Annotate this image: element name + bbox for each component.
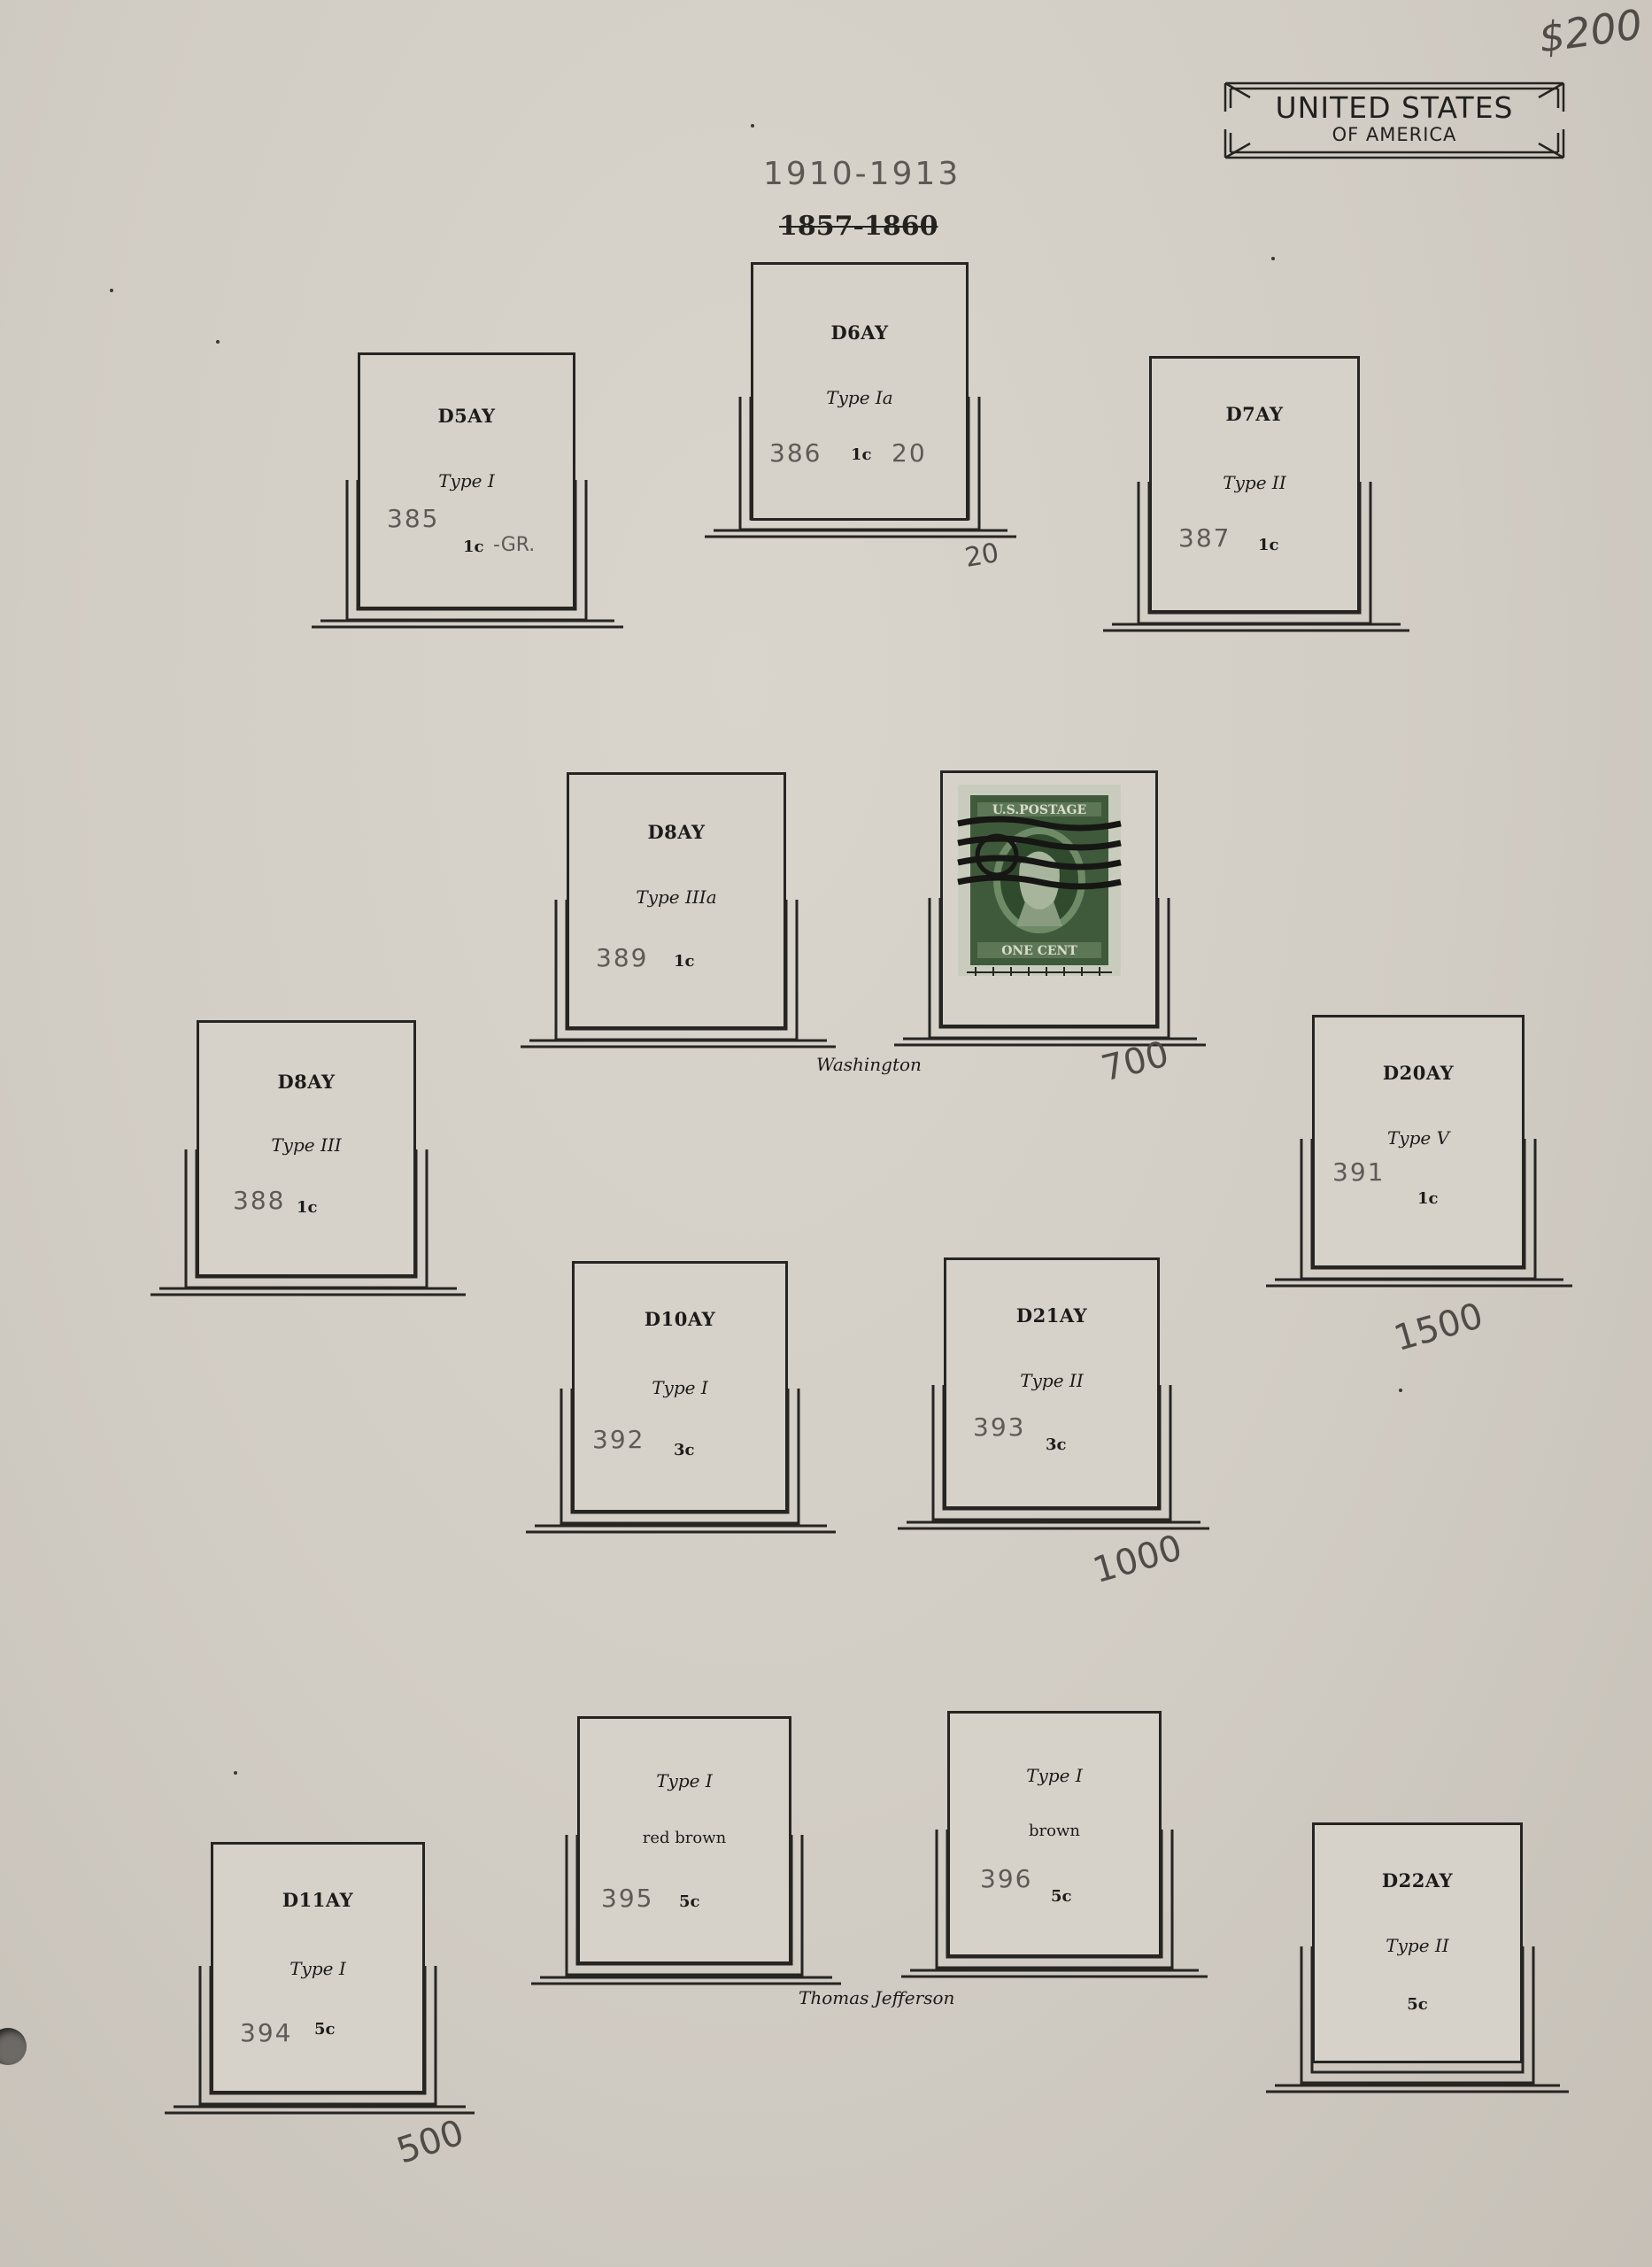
paper-speck xyxy=(751,124,754,128)
handwritten-note: 20 xyxy=(892,438,927,468)
mount-slot: D21AY Type II 393 3c xyxy=(898,1257,1213,1537)
mount-box: D21AY Type II 393 3c xyxy=(944,1257,1160,1509)
type-label: Type I xyxy=(652,1377,708,1398)
mount-box: Type I red brown 395 5c xyxy=(577,1716,791,1964)
denomination: 1c xyxy=(297,1198,318,1217)
catalog-code: D5AY xyxy=(437,405,496,427)
mount-slot: D6AY Type Ia 386 1c 20 xyxy=(705,262,1020,542)
scott-number: 393 xyxy=(973,1412,1026,1442)
paper-speck xyxy=(1399,1389,1402,1392)
catalog-code: D8AY xyxy=(277,1071,336,1093)
years-handwritten: 1910-1913 xyxy=(763,156,961,192)
mount-slot: D10AY Type I 392 3c xyxy=(526,1261,841,1541)
mount-slot: D8AY Type IIIa 389 1c xyxy=(521,772,836,1052)
mount-box: D6AY Type Ia 386 1c 20 xyxy=(751,262,969,521)
mount-slot-with-stamp: U.S.POSTAGE ONE CENT xyxy=(894,770,1209,1050)
denomination: 1c xyxy=(1258,536,1279,554)
emblem-frame xyxy=(1224,81,1565,159)
catalog-code: D20AY xyxy=(1382,1062,1455,1084)
binder-hole xyxy=(0,2028,27,2065)
mount-box: D22AY Type II 5c xyxy=(1312,1822,1523,2063)
mount-slot: D7AY Type II 387 1c xyxy=(1103,356,1418,636)
catalog-code: D7AY xyxy=(1225,403,1284,425)
catalog-code: D6AY xyxy=(830,321,889,344)
denomination: 1c xyxy=(674,952,695,971)
type-label: Type III xyxy=(271,1134,342,1156)
mount-slot: Type I red brown 395 5c xyxy=(531,1716,846,1996)
catalog-code: D11AY xyxy=(282,1889,354,1911)
mount-slot: D22AY Type II 5c xyxy=(1266,1822,1581,2102)
type-label: Type V xyxy=(1386,1127,1450,1149)
type-label: Type I xyxy=(1026,1765,1083,1786)
denomination: 5c xyxy=(1407,1995,1428,2014)
country-subtitle: OF AMERICA xyxy=(1332,124,1457,145)
catalog-code: D21AY xyxy=(1015,1304,1088,1327)
mount-box: D7AY Type II 387 1c xyxy=(1149,356,1360,613)
mount-frame xyxy=(531,1835,841,1985)
catalog-code: D22AY xyxy=(1381,1869,1454,1892)
washington-stamp[interactable]: U.S.POSTAGE ONE CENT xyxy=(957,785,1122,976)
scott-number: 395 xyxy=(601,1884,654,1913)
paper-speck xyxy=(1271,257,1275,260)
total-price-note: $200 xyxy=(1535,0,1646,62)
caption-washington: Washington xyxy=(816,1054,922,1075)
denomination: 3c xyxy=(674,1441,695,1459)
scott-number: 394 xyxy=(240,2018,293,2047)
mount-slot: D5AY Type I 385 1c -GR. xyxy=(312,352,627,632)
type-label: Type II xyxy=(1020,1370,1084,1391)
paper-speck xyxy=(110,289,113,292)
denomination: 1c xyxy=(463,538,484,556)
color-label: red brown xyxy=(642,1829,727,1847)
mount-box: D8AY Type III 388 1c xyxy=(197,1020,416,1277)
type-label: Type IIIa xyxy=(636,886,717,908)
country-emblem: UNITED STATES OF AMERICA xyxy=(1224,81,1565,159)
mount-box: D11AY Type I 394 5c xyxy=(211,1842,425,2093)
caption-jefferson: Thomas Jefferson xyxy=(799,1987,955,2008)
denomination: 5c xyxy=(1051,1887,1072,1906)
scott-number: 388 xyxy=(233,1186,286,1215)
price-note: 20 xyxy=(962,537,1001,575)
country-name: UNITED STATES xyxy=(1275,90,1514,125)
stamp-bottom-text: ONE CENT xyxy=(1001,944,1077,958)
mount-box: D20AY Type V 391 1c xyxy=(1312,1015,1525,1268)
years-printed: 1857-1860 xyxy=(779,211,938,242)
paper-speck xyxy=(216,340,220,344)
mount-slot: D8AY Type III 388 1c xyxy=(151,1020,466,1300)
paper-speck xyxy=(234,1771,237,1775)
mount-slot: D11AY Type I 394 5c xyxy=(165,1842,480,2122)
mount-box: D8AY Type IIIa 389 1c xyxy=(567,772,786,1029)
mount-slot: D20AY Type V 391 1c xyxy=(1266,1015,1581,1295)
mount-box: D5AY Type I 385 1c -GR. xyxy=(358,352,575,609)
denomination: 5c xyxy=(314,2020,336,2039)
scott-number: 387 xyxy=(1178,523,1231,553)
scott-number: 396 xyxy=(980,1864,1033,1893)
denomination: 1c xyxy=(851,445,872,464)
type-label: Type I xyxy=(438,470,495,491)
handwritten-note: -GR. xyxy=(493,534,536,556)
color-label: brown xyxy=(1029,1822,1080,1840)
price-note: 1500 xyxy=(1389,1295,1488,1360)
catalog-code: D10AY xyxy=(644,1308,716,1330)
type-label: Type I xyxy=(656,1770,713,1791)
denomination: 5c xyxy=(679,1892,700,1911)
mount-box: Type I brown 396 5c xyxy=(947,1711,1162,1957)
stamp-top-text: U.S.POSTAGE xyxy=(992,803,1086,817)
type-label: Type I xyxy=(289,1958,346,1979)
mount-slot: Type I brown 396 5c xyxy=(901,1711,1216,1991)
type-label: Type II xyxy=(1223,472,1286,493)
scott-number: 392 xyxy=(592,1425,645,1454)
denomination: 1c xyxy=(1417,1189,1439,1208)
type-label: Type Ia xyxy=(826,387,893,408)
denomination: 3c xyxy=(1046,1435,1067,1454)
scott-number: 385 xyxy=(387,504,440,533)
mount-box: D10AY Type I 392 3c xyxy=(572,1261,788,1513)
type-label: Type II xyxy=(1386,1935,1449,1956)
scott-number: 389 xyxy=(596,943,649,972)
catalog-code: D8AY xyxy=(647,821,706,843)
scott-number: 386 xyxy=(769,438,822,468)
scott-number: 391 xyxy=(1332,1157,1386,1187)
